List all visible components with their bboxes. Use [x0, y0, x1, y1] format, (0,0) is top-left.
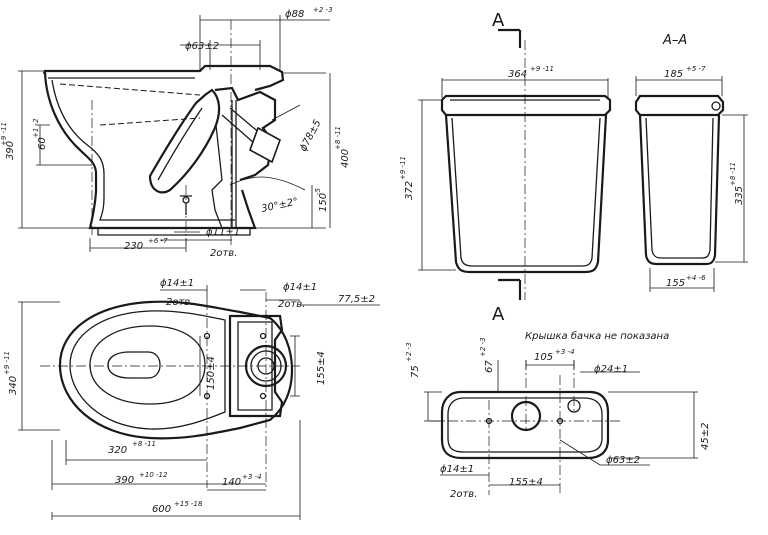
- dim-h400-tol: +8 -11: [334, 126, 342, 150]
- tank-note: Крышка бачка не показана: [525, 330, 669, 342]
- dim-h390-tol: +9 -11: [0, 122, 8, 146]
- dim-h155: 155±4: [316, 351, 327, 385]
- dim-w140-tol: +3 -4: [242, 473, 262, 481]
- dim-w390: 390: [115, 475, 134, 486]
- dim-h390: 390: [5, 141, 16, 160]
- dim-h75: 75: [410, 365, 421, 378]
- dim-w155b: 155: [666, 278, 685, 289]
- dim-w364-tol: +9 -11: [530, 65, 554, 73]
- dim-h67-tol: +2 -3: [479, 337, 487, 357]
- dim-w105: 105: [534, 352, 553, 363]
- dim-angle: 30°±2°: [260, 196, 299, 215]
- tank-front-view: [418, 28, 612, 300]
- dim-w155b-tol: +4 -6: [686, 274, 706, 282]
- section-a-top: A: [492, 10, 505, 31]
- dim-w600-tol: +15 -18: [174, 500, 203, 508]
- dim-w77: 77,5±2: [338, 294, 375, 305]
- dim-h75-tol: +2 -3: [405, 342, 413, 362]
- dim-h150-tol: -5: [314, 187, 322, 195]
- tank-front-dims: 364 +9 -11 372 +9 -11: [399, 65, 554, 200]
- dim-h150: 150: [318, 193, 329, 212]
- dim-holes-side: 2отв.: [210, 248, 237, 259]
- dim-h60-tol: +1 -2: [32, 118, 40, 138]
- dim-d14a: ϕ14±1: [160, 278, 194, 289]
- toilet-side-view: [18, 15, 331, 252]
- section-labels: A A A–A: [492, 10, 687, 325]
- dim-d11: ϕ11±1: [206, 227, 240, 238]
- dim-w155c: 155±4: [509, 477, 543, 488]
- dim-h67: 67: [484, 360, 495, 373]
- dim-d88-tol: +2 -3: [313, 6, 333, 14]
- dim-h60: 60: [37, 137, 48, 150]
- dim-h335-tol: +8 -11: [729, 162, 737, 186]
- dim-h372: 372: [404, 181, 415, 200]
- tank-section-dims: 185 +5 -7 335 +8 -11 155 +4 -6: [664, 65, 745, 289]
- dim-holes-b: 2отв.: [278, 299, 305, 310]
- section-a-bottom: A: [492, 304, 505, 325]
- dim-d78: ϕ78±5: [298, 118, 324, 153]
- toilet-plan-view: [18, 285, 380, 520]
- tank-section-view: [634, 76, 748, 292]
- dim-d63b: ϕ63±2: [606, 455, 640, 466]
- dim-h150b: 150±4: [206, 356, 217, 390]
- dim-h335: 335: [734, 186, 745, 205]
- tank-plan-dims: Крышка бачка не показана 75 +2 -3 67 +2 …: [405, 330, 711, 500]
- dim-w320-tol: +8 -11: [132, 440, 156, 448]
- dim-w390-tol: +10 -12: [139, 471, 168, 479]
- dim-w230: 230: [124, 241, 143, 252]
- tank-plan-view: [424, 360, 698, 495]
- dim-w364: 364: [508, 69, 527, 80]
- dim-d24: ϕ24±1: [594, 364, 628, 375]
- dim-h340: 340: [8, 376, 19, 395]
- dim-d14b: ϕ14±1: [283, 282, 317, 293]
- dim-holes-a: 2отв.: [166, 297, 193, 308]
- dim-d14c: ϕ14±1: [440, 464, 474, 475]
- dim-w185: 185: [664, 69, 683, 80]
- dim-h372-tol: +9 -11: [399, 156, 407, 180]
- dim-h400: 400: [340, 149, 351, 168]
- dim-holes-c: 2отв.: [450, 489, 477, 500]
- dim-w185-tol: +5 -7: [686, 65, 706, 73]
- dim-w140: 140: [222, 477, 241, 488]
- dim-w105-tol: +3 -4: [555, 348, 575, 356]
- dim-h340-tol: +9 -11: [3, 351, 11, 375]
- dim-w320: 320: [108, 445, 127, 456]
- dim-d88: ϕ88: [285, 9, 304, 20]
- dim-w230-tol: +6 -7: [148, 237, 168, 245]
- toilet-plan-dims: ϕ14±1 2отв. ϕ14±1 2отв. 77,5±2 340 +9 -1…: [3, 278, 375, 515]
- section-title: A–A: [662, 33, 687, 48]
- dim-w600: 600: [152, 504, 171, 515]
- dim-d63: ϕ63±2: [185, 41, 219, 52]
- dim-h45: 45±2: [700, 423, 711, 450]
